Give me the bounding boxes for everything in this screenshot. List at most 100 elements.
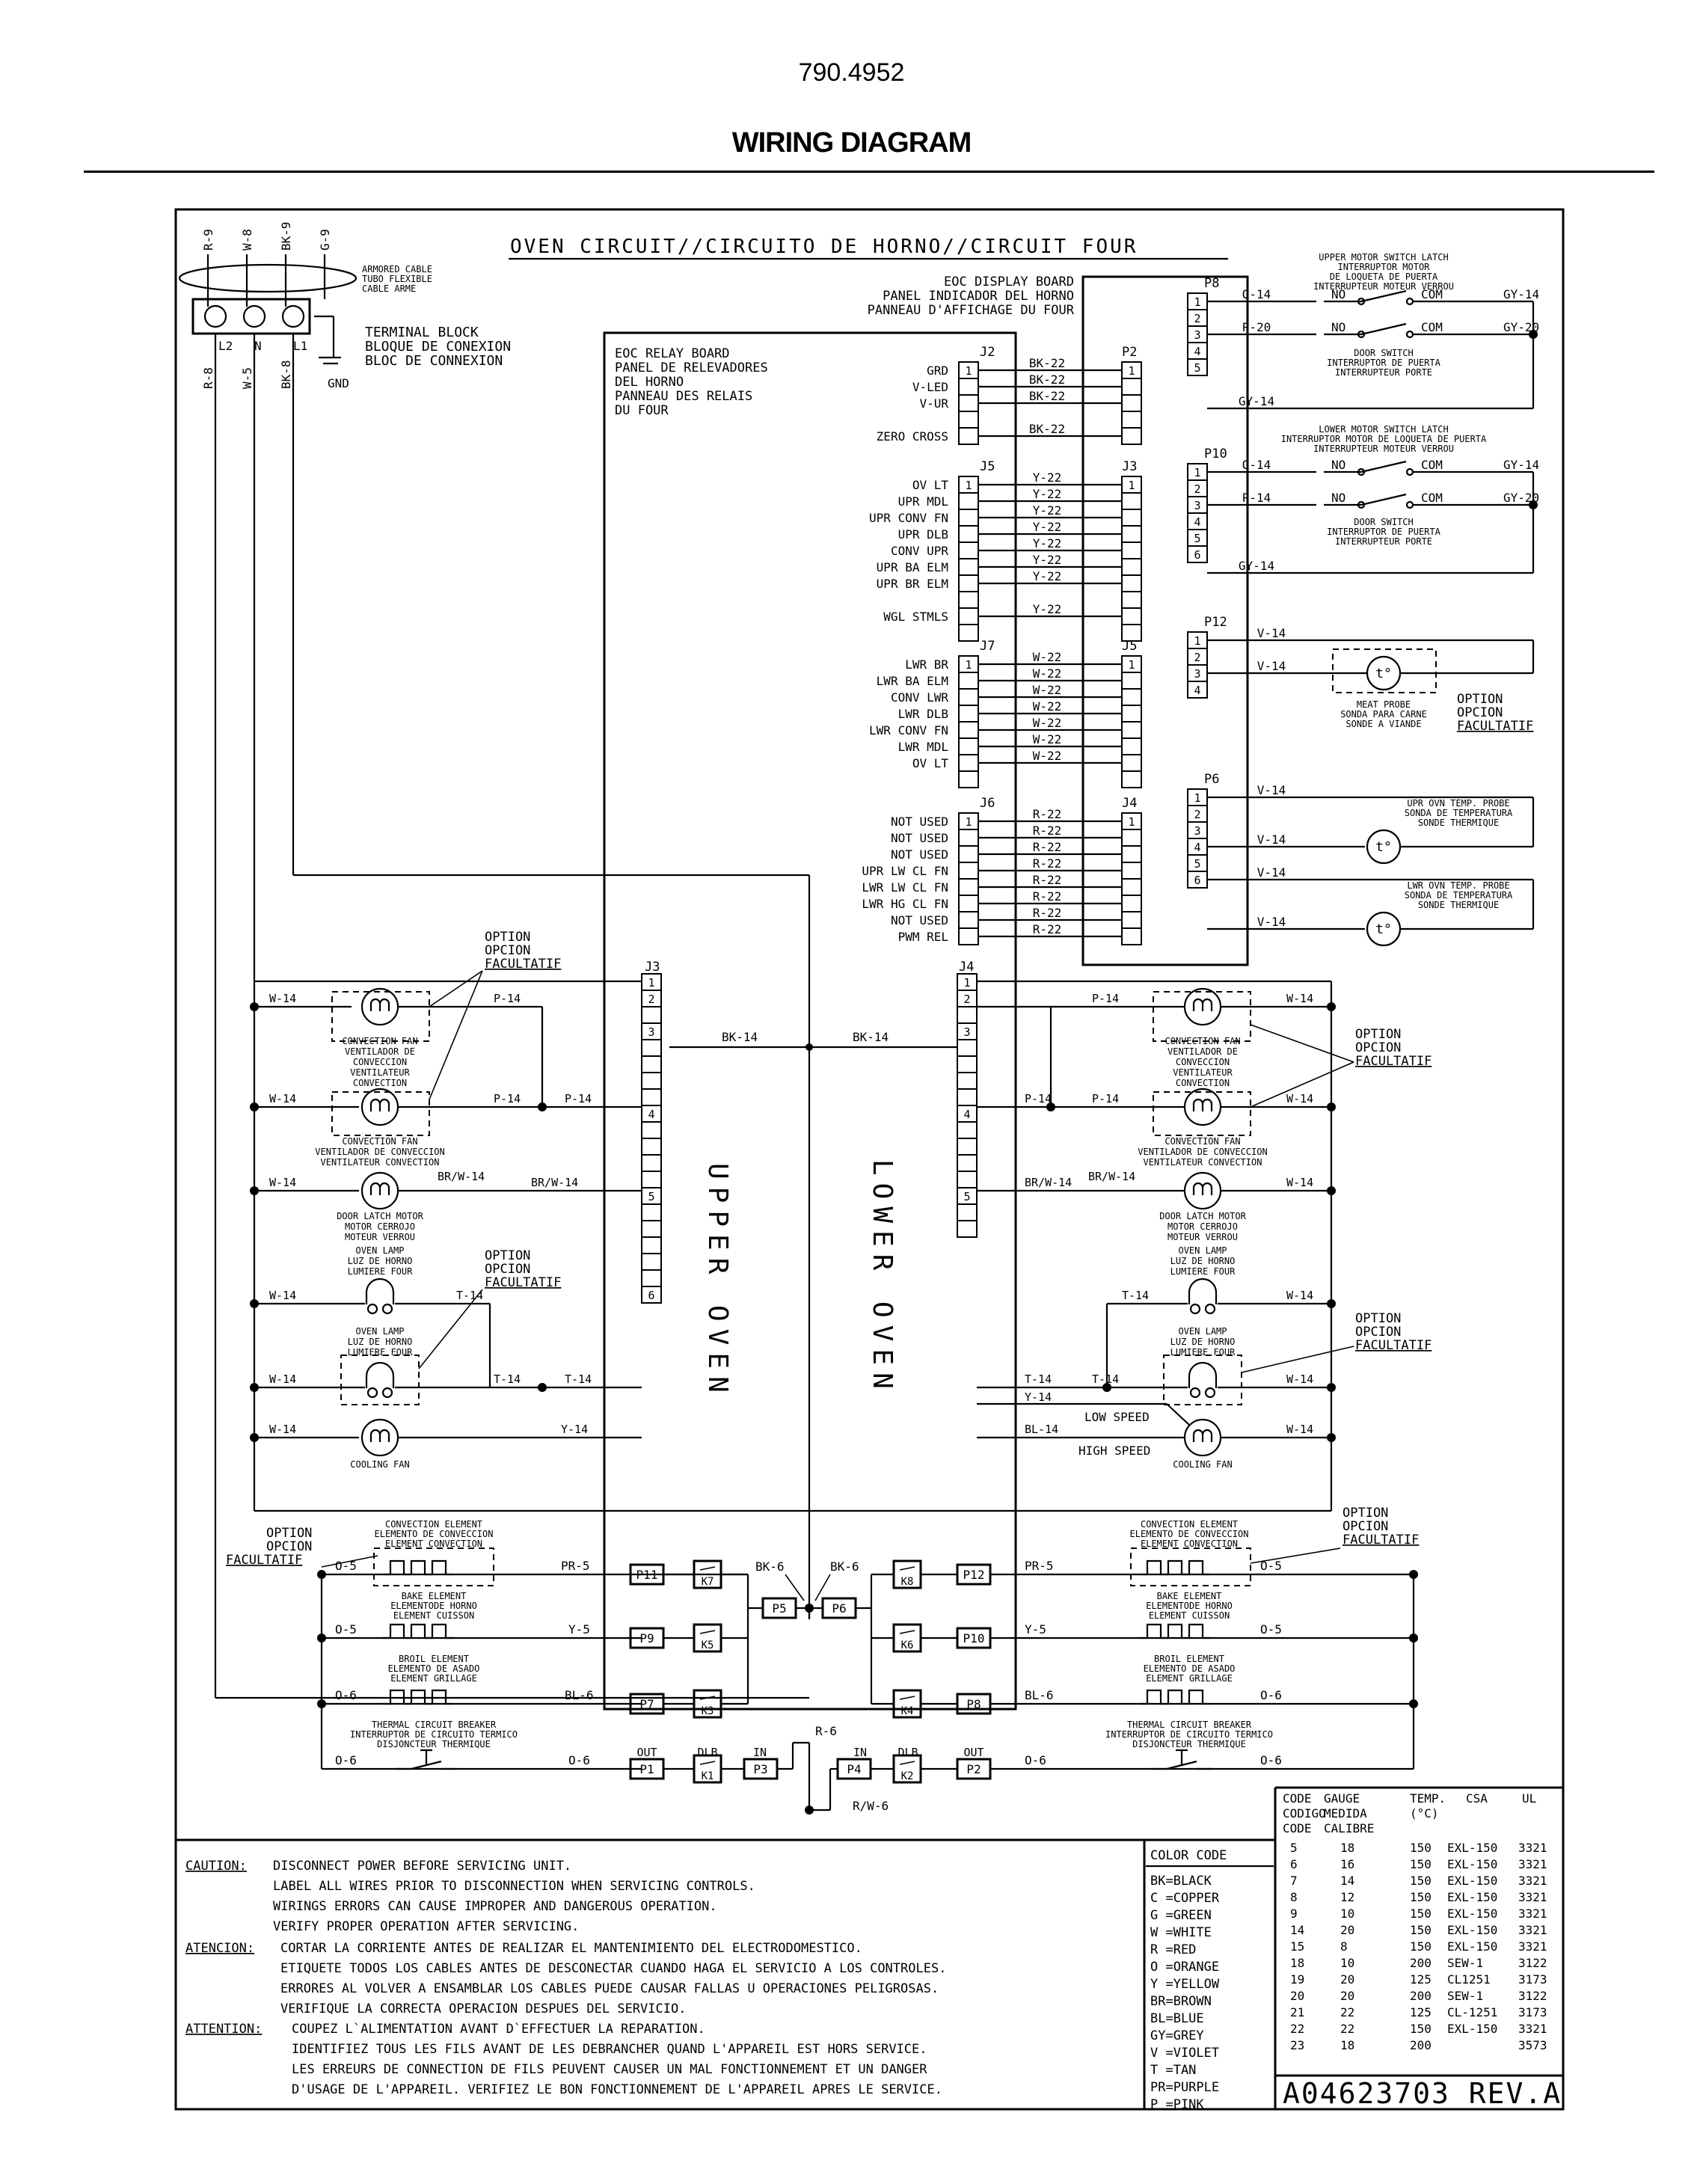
load-caption: VENTILATEUR xyxy=(350,1067,410,1078)
pin-number: 4 xyxy=(648,1108,654,1121)
gauge-cell: 3122 xyxy=(1518,1989,1547,2003)
gauge-cell: EXL-150 xyxy=(1447,1857,1497,1871)
wire-label: O-5 xyxy=(1260,1622,1282,1637)
connector-name: J3 xyxy=(645,960,660,975)
wire-label: W-14 xyxy=(1286,1092,1313,1105)
option-box xyxy=(331,991,430,1042)
junction-dot xyxy=(317,1570,326,1579)
switch-contact xyxy=(1357,500,1366,509)
wire-label: P-14 xyxy=(1092,1092,1119,1105)
svg-text:BLOC DE CONNEXION: BLOC DE CONNEXION xyxy=(365,353,503,369)
eoc-relay-board xyxy=(603,331,1017,1711)
pin-number: 6 xyxy=(1194,548,1200,562)
wire-label: Y-5 xyxy=(568,1622,590,1637)
element-caption: ELEMENTO DE CONVECCION xyxy=(1130,1529,1249,1539)
connector-name: P10 xyxy=(1204,447,1227,461)
gauge-cell: 150 xyxy=(1410,1841,1432,1855)
svg-text:L1: L1 xyxy=(293,339,307,353)
switch-caption: LOWER MOTOR SWITCH LATCH xyxy=(1319,424,1448,435)
switch-caption: INTERRUPTEUR PORTE xyxy=(1335,367,1432,378)
lower-oven-label: LOWER OVEN xyxy=(867,1159,897,1396)
svg-text:L2: L2 xyxy=(218,339,233,353)
relay-label: K3 xyxy=(702,1705,714,1717)
pin-number: 1 xyxy=(1194,634,1200,648)
probe-symbol: t° xyxy=(1375,839,1392,855)
connector-label: NOT USED xyxy=(891,831,948,845)
option-box xyxy=(373,1547,494,1586)
load-caption: CONVECCION xyxy=(353,1057,407,1067)
svg-text:LES ERREURS DE CONNECTION DE F: LES ERREURS DE CONNECTION DE FILS PEUVEN… xyxy=(292,2062,927,2077)
pin-number: 4 xyxy=(1194,345,1200,358)
connector-label: NOT USED xyxy=(891,815,948,829)
element-caption: ELEMENT CUISSON xyxy=(393,1610,474,1621)
connector-pin xyxy=(1121,411,1142,429)
connector-label: OV LT xyxy=(912,478,949,492)
element-caption: THERMAL CIRCUIT BREAKER xyxy=(1127,1720,1252,1730)
gauge-cell: 14 xyxy=(1340,1874,1354,1888)
terminal-block xyxy=(191,298,311,335)
relay-tag: DLB xyxy=(697,1746,717,1759)
probe-caption: SONDE THERMIQUE xyxy=(1418,818,1499,828)
wire-label: Y-22 xyxy=(1033,602,1062,616)
thermal-breaker-icon xyxy=(396,1749,456,1770)
connector-pin xyxy=(1121,394,1142,412)
connector-pin xyxy=(641,1253,662,1271)
option-label: OPTION xyxy=(1355,1311,1401,1326)
title-rule xyxy=(84,171,1654,173)
pin-number: 3 xyxy=(1194,824,1200,838)
element-caption: BROIL ELEMENT xyxy=(399,1654,469,1664)
wire-label: V-14 xyxy=(1257,865,1286,880)
connector-name: P12 xyxy=(1204,615,1227,630)
wire xyxy=(1241,1346,1354,1373)
connector-pin xyxy=(1121,878,1142,896)
wire-label: W-14 xyxy=(1286,1372,1313,1386)
connector-pin xyxy=(958,895,979,912)
connector-pin xyxy=(1121,509,1142,527)
connector-pin xyxy=(1187,545,1208,563)
junction-dot xyxy=(538,1102,547,1111)
svg-text:ATTENTION:: ATTENTION: xyxy=(185,2022,262,2037)
connector-pin xyxy=(958,737,979,755)
color-code-item: Y =YELLOW xyxy=(1150,1977,1220,1992)
connector-pin xyxy=(957,1055,978,1073)
oven-lamp-icon-base xyxy=(1204,1303,1216,1315)
connector-pin xyxy=(641,1039,662,1057)
junction-dot xyxy=(1529,330,1538,339)
connector-pin xyxy=(958,911,979,929)
svg-text:N: N xyxy=(254,339,262,353)
wire-label: W-14 xyxy=(1286,1176,1313,1189)
svg-text:COUPEZ L`ALIMENTATION AVANT D`: COUPEZ L`ALIMENTATION AVANT D`EFFECTUER … xyxy=(292,2022,705,2037)
connector-pin xyxy=(641,1269,662,1287)
connector-name: J3 xyxy=(1122,459,1137,474)
load-caption: DOOR LATCH MOTOR xyxy=(337,1211,423,1221)
connector-label: NOT USED xyxy=(891,913,948,927)
switch-caption: DOOR SWITCH xyxy=(1354,348,1413,358)
gauge-cell: 8 xyxy=(1340,1939,1348,1954)
gauge-cell: 9 xyxy=(1290,1907,1298,1921)
svg-text:DISCONNECT POWER BEFORE SERVIC: DISCONNECT POWER BEFORE SERVICING UNIT. xyxy=(273,1859,571,1874)
connector-pin xyxy=(1121,525,1142,543)
option-label: OPCION xyxy=(1343,1519,1388,1534)
svg-text:VERIFY PROPER OPERATION AFTER: VERIFY PROPER OPERATION AFTER SERVICING. xyxy=(273,1919,579,1934)
armored-cable xyxy=(178,263,358,293)
switch-caption: DE LOQUETA DE PUERTA xyxy=(1330,272,1438,282)
junction-dot xyxy=(1409,1570,1418,1579)
pin-number: 2 xyxy=(963,993,970,1006)
load-caption: LUZ DE HORNO xyxy=(348,1337,413,1347)
pin-label: P8 xyxy=(966,1697,981,1711)
connector-label: LWR DLB xyxy=(898,707,948,721)
connector-pin xyxy=(1121,770,1142,788)
pin-number: 3 xyxy=(1194,328,1200,342)
connector-pin xyxy=(1121,927,1142,945)
switch-contact xyxy=(1405,467,1414,476)
gauge-cell: SEW-1 xyxy=(1447,1989,1483,2003)
pin-number: 4 xyxy=(1194,841,1200,854)
connector-pin xyxy=(957,1138,978,1156)
wire-label: W-14 xyxy=(269,1372,296,1386)
wire xyxy=(699,1696,716,1700)
relay-label: K1 xyxy=(702,1770,714,1782)
option-label: OPCION xyxy=(1355,1040,1401,1055)
connector-label: GRD xyxy=(927,364,948,378)
wire-label: R-22 xyxy=(1033,873,1062,887)
connector-label: LWR MDL xyxy=(898,740,948,754)
